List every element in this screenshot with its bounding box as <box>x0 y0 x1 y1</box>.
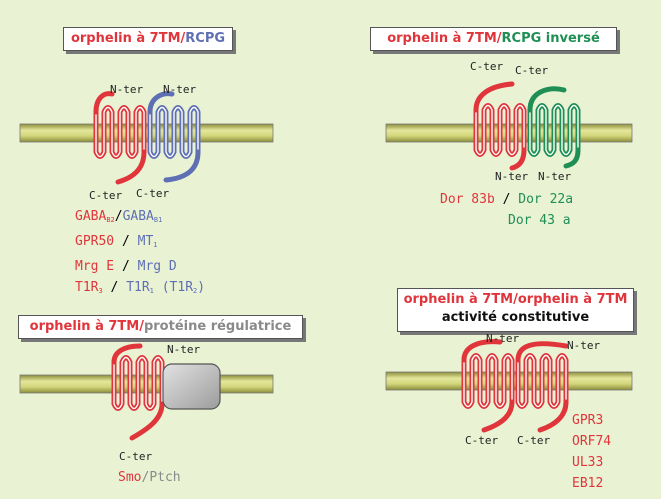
n-ter-label: N-ter <box>167 343 201 356</box>
c-ter-label: C-ter <box>119 450 153 463</box>
pair-name: T1R <box>126 280 150 295</box>
c-ter-label: C-ter <box>517 434 551 447</box>
receptor-green-2-cter <box>527 86 567 113</box>
receptor-red-2-nter <box>509 147 527 171</box>
c-ter-label: C-ter <box>89 189 123 202</box>
title-box-inverted-gpcr: orphelin à 7TM/RCPG inversé <box>370 27 617 51</box>
pair-subscript: 2 <box>193 287 198 295</box>
title-regulatory-protein: protéine régulatrice <box>143 319 292 334</box>
title-orphan-orphan: orphelin à 7TM/orphelin à 7TM <box>403 292 628 307</box>
title-separator: / <box>180 31 186 46</box>
pair-dor: Dor 83b / Dor 22a <box>440 189 573 210</box>
list-item: UL33 <box>572 455 604 470</box>
receptor-pair-list: Smo/Ptch <box>118 467 181 488</box>
pair-smo-ptch: Smo/Ptch <box>118 467 181 488</box>
title-orphan: orphelin à 7TM <box>29 319 140 334</box>
receptor-red-4a-cter <box>481 399 515 433</box>
receptor-blue-1-nter <box>147 91 175 115</box>
pair-gpr50: GPR50 / MT1 <box>75 231 205 256</box>
receptor-red-4a-highlight <box>463 354 513 408</box>
n-ter-label: N-ter <box>486 332 520 345</box>
pair-name: GABA <box>122 209 154 224</box>
pair-name: Ptch <box>149 470 181 485</box>
pair-subscript: 1 <box>153 241 158 249</box>
n-ter-label: N-ter <box>538 170 572 183</box>
list-item: GPR3 <box>572 413 604 428</box>
pair-gaba: GABAB2/GABAB1 <box>75 206 205 231</box>
receptor-red-1-cter <box>115 149 147 185</box>
pair-separator: / <box>114 209 123 224</box>
list-item: EB12 <box>572 476 604 491</box>
pair-separator: / <box>141 470 150 485</box>
pair-subscript: 3 <box>98 287 103 295</box>
receptor-red-2-cter <box>473 81 515 113</box>
pair-t1r: T1R3 / T1R1 (T1R2) <box>75 277 205 302</box>
title-box-orphan-gpcr: orphelin à 7TM/RCPG <box>63 27 233 51</box>
pair-name: Dor 43 a <box>508 213 571 228</box>
receptor-red-3-highlight <box>113 356 163 410</box>
pair-name: Dor 22a <box>518 192 574 207</box>
pair-name: Dor 83b <box>440 192 495 207</box>
pair-name: T1R <box>75 280 99 295</box>
n-ter-label: N-ter <box>163 83 197 96</box>
receptor-red-4b-highlight <box>517 354 567 408</box>
pair-bracket: ) <box>197 280 206 295</box>
receptor-red-4b-cter <box>537 399 569 433</box>
pair-separator: / <box>494 192 519 207</box>
pair-name: Smo <box>118 470 142 485</box>
pair-name: GABA <box>75 209 107 224</box>
regulatory-protein <box>162 363 221 410</box>
n-ter-label: N-ter <box>110 83 144 96</box>
membrane-4 <box>385 371 633 391</box>
title-orphan: orphelin à 7TM <box>70 31 181 46</box>
pair-name: (T1R <box>153 280 194 295</box>
constitutive-receptor-list: GPR3 ORF74 UL33 EB12 <box>572 410 611 494</box>
title-orphan: orphelin à 7TM <box>387 31 497 46</box>
pair-subscript: B2 <box>106 216 115 224</box>
receptor-green-2-highlight <box>529 104 579 156</box>
pair-separator: / <box>102 280 127 295</box>
receptor-green-2-nter <box>563 147 581 169</box>
receptor-red-3-nter <box>111 343 143 365</box>
pair-separator: / <box>114 259 138 274</box>
receptor-red-4a-nter <box>461 339 503 363</box>
receptor-pair-list: GABAB2/GABAB1 GPR50 / MT1 Mrg E / Mrg D … <box>75 206 205 302</box>
receptor-red-1-nter <box>93 91 115 115</box>
title-box-regulatory-protein: orphelin à 7TM/protéine régulatrice <box>18 315 303 339</box>
pair-name: Mrg D <box>137 259 177 274</box>
receptor-red-3-cter <box>129 401 165 441</box>
pair-name: MT <box>137 234 154 249</box>
pair-mrg: Mrg E / Mrg D <box>75 256 205 277</box>
title-separator: / <box>496 31 502 46</box>
title-gpcr: RCPG <box>185 31 226 46</box>
receptor-blue-1-highlight <box>149 106 199 158</box>
receptor-red-4b-nter <box>515 341 569 363</box>
list-item: ORF74 <box>572 434 612 449</box>
pair-name: Mrg E <box>75 259 115 274</box>
c-ter-label: C-ter <box>470 60 504 73</box>
receptor-red-2-highlight <box>475 104 525 156</box>
title-inverted-gpcr: RCPG inversé <box>501 31 600 46</box>
c-ter-label: C-ter <box>515 64 549 77</box>
pair-subscript: 1 <box>149 287 154 295</box>
pair-subscript: B1 <box>153 216 163 224</box>
title-constitutive-activity: activité constitutive <box>441 310 590 325</box>
pair-name: GPR50 <box>75 234 115 249</box>
pair-separator: / <box>114 234 138 249</box>
receptor-pair-list: Dor 83b / Dor 22a Dor 43 a <box>440 189 573 231</box>
receptor-red-1-highlight <box>95 106 145 158</box>
pair-dor-43: Dor 43 a <box>440 210 573 231</box>
n-ter-label: N-ter <box>495 170 529 183</box>
title-box-constitutive: orphelin à 7TM/orphelin à 7TM activité c… <box>397 288 634 332</box>
receptor-blue-1-cter <box>163 149 201 183</box>
title-separator: / <box>139 319 144 334</box>
n-ter-label: N-ter <box>567 339 601 352</box>
c-ter-label: C-ter <box>465 434 499 447</box>
c-ter-label: C-ter <box>136 187 170 200</box>
